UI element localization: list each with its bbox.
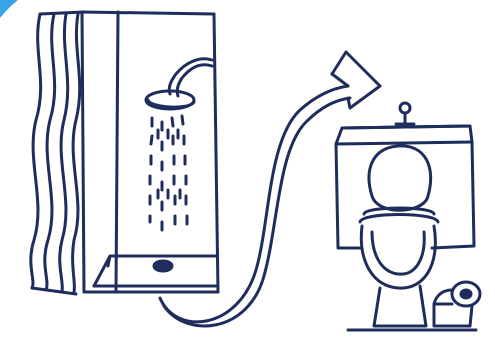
shower-curtain-icon: [31, 12, 84, 294]
toilet-paper-roll-icon: [434, 282, 480, 326]
shower-icon: [82, 12, 218, 292]
showerhead-icon: [146, 59, 212, 109]
water-drops-icon: [150, 116, 187, 230]
drain-icon: [154, 261, 172, 271]
toilet-icon: [336, 103, 476, 330]
